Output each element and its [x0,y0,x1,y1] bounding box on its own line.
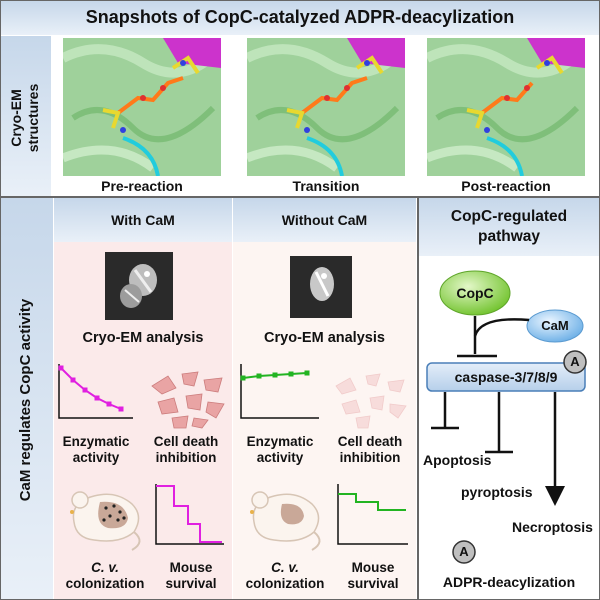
enzymatic-without-point-3 [288,371,294,377]
with-cv-line1: C. v. [91,560,119,575]
with-cv-line2: colonization [65,576,145,591]
survival-series-without [338,493,406,511]
with-celldeath-label: Cell death inhibition [140,434,232,466]
cam-vertical-label: CaM regulates CopC activity [17,298,34,502]
with-mouse-line2: survival [165,576,217,591]
pyroptosis-label: pyroptosis [461,484,533,500]
pathway-header-bar [419,198,599,256]
cam-vertical-bar [1,198,53,599]
without-celldeath-label: Cell death inhibition [324,434,416,466]
caspase-badge [563,350,587,374]
caspase-box [426,362,586,392]
structure-image-pre [63,38,221,176]
snapshot-label-transition: Transition [292,178,360,194]
without-celldeath-line2: inhibition [339,450,401,465]
with-cam-header-bar [54,198,232,242]
cam-node [526,309,584,343]
pathway-title-line2: pathway [477,228,540,245]
necroptosis-label: Necroptosis [512,519,593,535]
without-enzymatic-label: Enzymatic activity [238,434,322,466]
without-mouse-line2: survival [347,576,399,591]
with-celldeath-line1: Cell death [153,434,219,449]
top-title: Snapshots of CopC-catalyzed ADPR-deacyli… [85,7,515,27]
mouse-icon-with [70,491,141,551]
enzymatic-without-point-1 [256,373,262,379]
cam-label: CaM [541,318,569,333]
enzymatic-with-point-4 [106,401,112,407]
legend-text: ADPR-deacylization [442,574,576,590]
without-cv-line2: colonization [245,576,325,591]
structure-image-post [427,38,585,176]
without-cam-header: Without CaM [281,212,368,228]
enzymatic-without-point-2 [272,372,278,378]
enzymatic-with-point-0 [58,365,64,371]
with-cv-label: C. v. colonization [56,560,154,592]
caspase-label: caspase-3/7/8/9 [454,369,558,385]
apoptosis-label: Apoptosis [423,452,492,468]
pathway-diagram [426,270,587,564]
cryo-em-image-with [105,252,173,320]
without-cv-line1: C. v. [271,560,299,575]
with-cryo-em-analysis: Cryo-EM analysis [82,330,204,346]
pathway-panel [418,197,600,600]
structure-image-transition [247,38,405,176]
snapshot-label-pre: Pre-reaction [101,178,183,194]
survival-chart-without [337,484,408,545]
without-mouse-label: Mouse survival [330,560,416,592]
survival-series-with [156,485,222,543]
legend-badge-label: A [459,544,469,559]
with-mouse-line1: Mouse [169,560,213,575]
with-enzymatic-line1: Enzymatic [62,434,130,449]
without-cryo-em-analysis: Cryo-EM analysis [264,330,385,346]
enzymatic-chart-with [58,364,133,419]
pathway-title: CopC-regulated pathway [419,207,599,247]
with-cam-header: With CaM [111,212,175,228]
cryo-em-image-without [290,256,352,318]
cryo-label-line1: Cryo-EM [8,89,24,147]
enzymatic-with-point-2 [82,387,88,393]
with-celldeath-line2: inhibition [155,450,217,465]
with-enzymatic-line2: activity [72,450,120,465]
enzymatic-chart-without [240,364,319,419]
survival-chart-with [155,484,224,545]
legend-badge [452,540,476,564]
pathway-title-line1: CopC-regulated [450,208,568,225]
without-enzymatic-line2: activity [256,450,304,465]
without-cam-header-bar [233,198,416,242]
top-title-bar [1,1,599,35]
cryo-label-line2: structures [25,83,41,153]
enzymatic-series-with [60,367,122,410]
caspase-badge-label: A [570,354,580,369]
enzymatic-without-point-4 [304,370,310,376]
without-mouse-line1: Mouse [351,560,395,575]
enzymatic-with-point-5 [118,406,124,412]
enzymatic-with-point-1 [70,377,76,383]
copc-node [439,270,511,316]
with-enzymatic-label: Enzymatic activity [56,434,136,466]
cell-death-image-with [151,371,225,429]
snapshot-label-post: Post-reaction [461,178,551,194]
without-enzymatic-line1: Enzymatic [246,434,314,449]
enzymatic-without-point-0 [240,375,246,381]
mouse-icon-without [250,491,321,551]
copc-label: CopC [456,285,494,301]
cryo-label: Cryo-EM structures [8,38,44,198]
without-celldeath-line1: Cell death [337,434,403,449]
cell-death-image-without [335,373,407,429]
enzymatic-with-point-3 [94,395,100,401]
without-cv-label: C. v. colonization [236,560,334,592]
cryo-label-bar [1,36,51,196]
with-mouse-label: Mouse survival [150,560,232,592]
